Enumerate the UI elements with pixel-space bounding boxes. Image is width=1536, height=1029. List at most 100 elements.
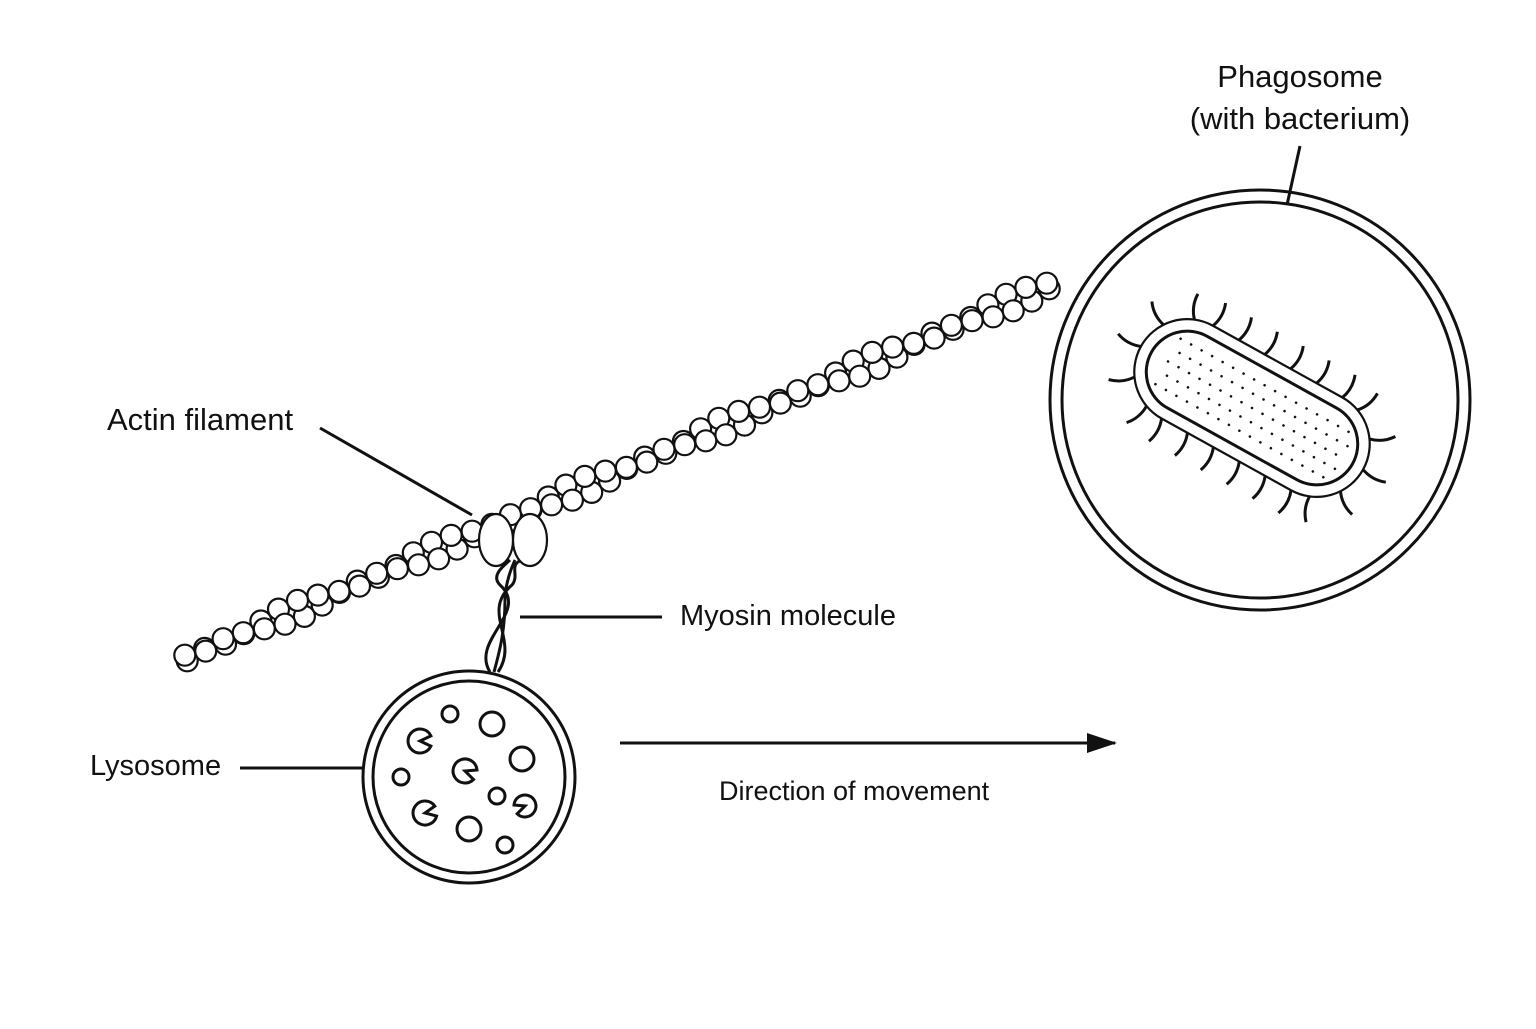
cytoplasm-dot [1210, 354, 1214, 358]
cytoplasm-dot [1334, 453, 1338, 456]
cytoplasm-dot [1239, 415, 1242, 418]
actin-monomer [960, 309, 984, 333]
cytoplasm-dot [1196, 406, 1199, 409]
cytoplasm-dot [1197, 391, 1200, 395]
enzyme [451, 757, 479, 785]
cytoplasm-dot [1312, 455, 1316, 459]
flagellum [1173, 432, 1189, 457]
cytoplasm-dot [1302, 450, 1305, 453]
cytoplasm-dot [1188, 357, 1192, 361]
cytoplasm-dot [1186, 386, 1190, 389]
actin-monomer [768, 391, 793, 415]
actin-monomer [406, 553, 431, 577]
cytoplasm-dot [1262, 398, 1265, 401]
cytoplasm-dot [1270, 432, 1274, 436]
flagellum [1315, 360, 1331, 385]
actin-monomer [673, 433, 697, 457]
myosin-tail-strand [484, 558, 512, 673]
cytoplasm-dot [1301, 464, 1304, 467]
actin-monomer [173, 643, 197, 667]
cytoplasm-dot [1336, 424, 1340, 428]
vesicle [508, 745, 536, 773]
actin-monomer [385, 557, 409, 581]
actin-monomer [194, 639, 218, 663]
cytoplasm-dot [1323, 461, 1326, 465]
phagosome-leader-line [1285, 145, 1302, 206]
actin-monomer [614, 455, 639, 479]
flagellum [1108, 375, 1136, 383]
cytoplasm-dot [1305, 407, 1308, 410]
cytoplasm-dot [1311, 470, 1315, 473]
cytoplasm-dot [1228, 409, 1232, 412]
cytoplasm-dot [1240, 400, 1243, 404]
cytoplasm-dot [1175, 394, 1178, 398]
flagellum [1289, 345, 1305, 370]
actin-filament [173, 271, 1061, 673]
actin-monomer [327, 579, 351, 604]
actin-monomer [593, 459, 617, 483]
cytoplasm-dot [1164, 388, 1168, 392]
cytoplasm-dot [1165, 374, 1169, 378]
cytoplasm-dot [1241, 386, 1244, 390]
cytoplasm-dot [1248, 435, 1252, 438]
cytoplasm-dot [1293, 415, 1297, 419]
phagosome-label: Phagosome (with bacterium) [1100, 56, 1500, 140]
flagellum [1237, 317, 1253, 342]
cytoplasm-dot [1271, 418, 1275, 421]
flagellum [1303, 495, 1311, 523]
cytoplasm-dot [1176, 380, 1179, 383]
actin-monomer [902, 331, 926, 355]
cytoplasm-dot [1229, 395, 1233, 398]
actin-leader-line [319, 426, 473, 517]
cytoplasm-dot [1230, 380, 1234, 384]
cytoplasm-dot [1280, 452, 1283, 456]
cytoplasm-dot [1249, 420, 1253, 424]
flagellum [1263, 331, 1279, 356]
cytoplasm-dot [1206, 411, 1210, 415]
cytoplasm-dot [1227, 423, 1231, 427]
flagellum [1338, 491, 1354, 516]
actin-monomer [560, 488, 585, 512]
cytoplasm-dot [1231, 366, 1235, 370]
cytoplasm-dot [1281, 438, 1284, 442]
cytoplasm-dot [1251, 392, 1255, 396]
cytoplasm-dot [1322, 475, 1325, 479]
myosin-molecule-label: Myosin molecule [680, 600, 896, 632]
cytoplasm-dot [1314, 427, 1318, 430]
flagellum [1225, 461, 1241, 486]
flagellum [1199, 446, 1215, 472]
cytoplasm-dot [1326, 418, 1329, 422]
direction-label: Direction of movement [719, 776, 990, 806]
cytoplasm-dot [1325, 433, 1328, 436]
actin-monomer [273, 612, 297, 636]
flagellum [1147, 418, 1164, 443]
cytoplasm-dot [1220, 374, 1223, 378]
bacterium [1108, 293, 1397, 523]
myosin-molecule [477, 512, 549, 673]
vesicle [478, 710, 506, 738]
cytoplasm-dot [1238, 429, 1241, 433]
vesicle [391, 767, 411, 787]
enzyme [406, 727, 433, 755]
flagellum [1356, 392, 1379, 412]
actin-monomer [848, 364, 872, 388]
actin-monomer [652, 437, 676, 461]
actin-monomer [939, 313, 964, 337]
cytoplasm-dot [1333, 467, 1337, 471]
cytoplasm-dot [1187, 371, 1191, 375]
actin-monomer [694, 429, 718, 453]
actin-monomer [252, 617, 276, 641]
phagosome-label-line2: (with bacterium) [1189, 101, 1411, 136]
actin-monomer [439, 523, 463, 548]
cytoplasm-dot [1250, 406, 1254, 410]
actin-monomer [827, 369, 851, 393]
actin-monomer [365, 561, 389, 585]
bacterium-cytoplasm [1154, 337, 1350, 479]
myosin-tail-strand [492, 559, 517, 673]
cytoplasm-dot [1315, 413, 1319, 416]
flagellum [1150, 301, 1165, 326]
cytoplasm-dot [1292, 429, 1296, 433]
cytoplasm-dot [1209, 369, 1213, 372]
cytoplasm-dot [1304, 421, 1307, 425]
